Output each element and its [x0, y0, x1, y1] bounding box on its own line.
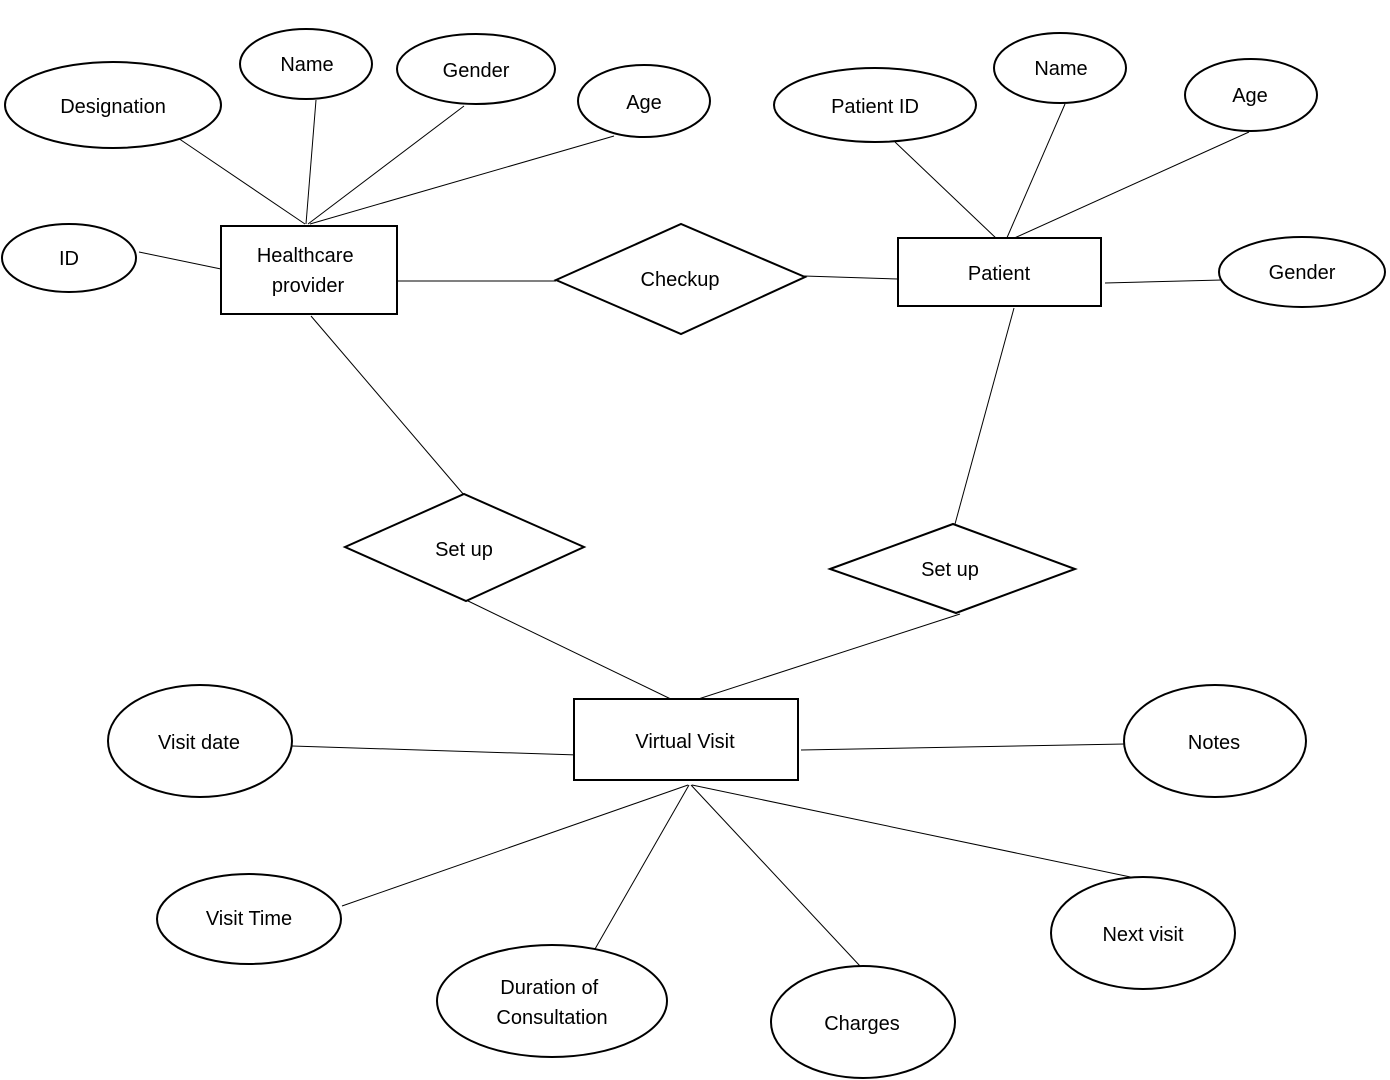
attribute-label-line-2: Consultation [496, 1007, 607, 1029]
attribute-ellipse [773, 67, 977, 143]
relationship-patient-setup: Set up [827, 522, 1078, 615]
attribute-provider-gender: Gender [396, 33, 556, 105]
attribute-label: Name [280, 54, 333, 76]
entity-label-line-1: Healthcare [257, 245, 354, 267]
relationship-label: Checkup [641, 269, 720, 291]
link-setup-visit-right [685, 613, 961, 704]
attribute-patient-id: Patient ID [773, 67, 977, 143]
entity-label: Patient [968, 263, 1031, 285]
link-visit-date [291, 745, 579, 756]
attribute-label: Name [1034, 58, 1087, 80]
attribute-ellipse [1123, 684, 1307, 798]
attribute-label: Age [1232, 85, 1268, 107]
relationship-diamond [827, 522, 1078, 615]
attribute-ellipse [770, 965, 956, 1079]
entity-label-line-2: provider [272, 275, 345, 297]
relationship-provider-setup: Set up [342, 492, 587, 603]
attribute-patient-gender: Gender [1218, 236, 1386, 308]
link-provider-age [309, 135, 615, 225]
attribute-ellipse [107, 684, 293, 798]
attribute-provider-id: ID [1, 223, 137, 293]
entity-virtual-visit: Virtual Visit [573, 698, 799, 781]
attribute-patient-age: Age [1184, 58, 1318, 132]
attribute-label: Visit Time [206, 908, 292, 930]
link-provider-designation [174, 135, 306, 225]
attribute-ellipse [1184, 58, 1318, 132]
entity-box [220, 225, 398, 315]
link-checkup-patient [803, 275, 899, 280]
attribute-ellipse [239, 28, 373, 100]
link-visit-notes [800, 743, 1126, 751]
attribute-label: Visit date [158, 732, 240, 754]
attribute-visit-date: Visit date [107, 684, 293, 798]
attribute-ellipse [1050, 876, 1236, 990]
attribute-label: Gender [1269, 262, 1336, 284]
attribute-patient-name: Name [993, 32, 1127, 104]
attribute-visit-next: Next visit [1050, 876, 1236, 990]
link-visit-time [341, 784, 689, 907]
entity-label: Virtual Visit [635, 731, 735, 753]
attribute-ellipse [1, 223, 137, 293]
entity-healthcare-provider: Healthcare provider [220, 225, 398, 315]
link-visit-duration [594, 784, 690, 950]
entity-box [897, 237, 1102, 307]
attribute-ellipse [436, 944, 668, 1058]
attribute-label: Gender [443, 60, 510, 82]
attribute-provider-name: Name [239, 28, 373, 100]
relationship-checkup: Checkup [553, 222, 808, 336]
attribute-ellipse [1218, 236, 1386, 308]
link-patient-name [1005, 103, 1066, 241]
attribute-ellipse [577, 64, 711, 138]
attribute-provider-age: Age [577, 64, 711, 138]
attribute-ellipse [396, 33, 556, 105]
attribute-visit-duration: Duration of Consultation [436, 944, 668, 1058]
relationship-diamond [342, 492, 587, 603]
link-provider-name [305, 99, 317, 225]
link-patient-setup [954, 307, 1015, 525]
attribute-label: Charges [824, 1013, 900, 1035]
link-visit-next [691, 784, 1141, 880]
link-patient-gender [1104, 279, 1223, 284]
link-patient-id [894, 141, 999, 241]
relationship-diamond [553, 222, 808, 336]
entity-patient: Patient [897, 237, 1102, 307]
attribute-label: Age [626, 92, 662, 114]
svg-text:Duration of Consultation: Duration of Consultation [496, 977, 607, 1029]
link-visit-charges [690, 784, 861, 967]
relationship-label: Set up [921, 559, 979, 581]
attribute-label: Notes [1188, 732, 1240, 754]
link-provider-id [138, 251, 222, 270]
attribute-label-line-1: Duration of [500, 977, 598, 999]
link-setup-visit-left [465, 599, 680, 704]
attribute-ellipse [156, 873, 342, 965]
link-provider-setup [310, 315, 465, 496]
svg-text:Healthcare provider: Healthcare provider [257, 245, 359, 297]
entity-box [573, 698, 799, 781]
attribute-visit-time: Visit Time [156, 873, 342, 965]
attribute-visit-charges: Charges [770, 965, 956, 1079]
attribute-label: Designation [60, 96, 166, 118]
connector-lines [138, 99, 1250, 967]
relationship-label: Set up [435, 539, 493, 561]
attribute-label: Next visit [1102, 924, 1184, 946]
attribute-ellipse [993, 32, 1127, 104]
attribute-provider-designation: Designation [4, 61, 222, 149]
attribute-visit-notes: Notes [1123, 684, 1307, 798]
link-patient-age [1009, 131, 1250, 241]
attribute-label: ID [59, 248, 79, 270]
attribute-label: Patient ID [831, 96, 919, 118]
link-provider-gender [307, 105, 465, 225]
attribute-ellipse [4, 61, 222, 149]
